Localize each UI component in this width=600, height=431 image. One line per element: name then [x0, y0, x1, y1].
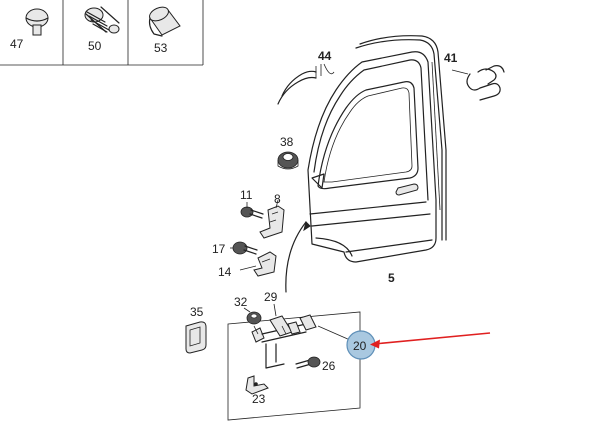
screw-upper [240, 202, 264, 219]
callout-44: 44 [318, 49, 332, 63]
cylinder-cap-icon [148, 6, 181, 37]
bolt [243, 307, 262, 325]
check-strap-highlight[interactable]: 20 [346, 330, 376, 360]
check-strap [251, 314, 351, 369]
door-frame-seal [355, 35, 447, 241]
callout-38: 38 [280, 135, 294, 149]
callout-5: 5 [388, 271, 395, 285]
legend-grid [0, 0, 204, 66]
assembly-arrow [285, 221, 311, 293]
callout-41: 41 [444, 51, 458, 65]
red-pointer-arrow [370, 332, 491, 349]
callout-29: 29 [264, 290, 278, 304]
callout-17: 17 [212, 242, 226, 256]
legend-label-47: 47 [10, 37, 24, 51]
screw-strap [295, 356, 321, 369]
legend-label-50: 50 [88, 39, 102, 53]
bumper [185, 321, 207, 354]
callout-8: 8 [274, 192, 281, 206]
callout-32: 32 [234, 295, 248, 309]
door-seal [277, 64, 322, 105]
callout-11: 11 [240, 188, 253, 202]
callout-14: 14 [218, 265, 232, 279]
push-pin-clip-icon [25, 8, 49, 36]
callout-35: 35 [190, 305, 204, 319]
callout-20: 20 [353, 339, 367, 353]
check-strap-panel [227, 311, 361, 421]
threaded-plug-icon [84, 6, 120, 34]
hinge-lower [239, 251, 277, 277]
front-door [307, 51, 441, 263]
hinge-upper [259, 199, 285, 239]
callout-26: 26 [322, 359, 336, 373]
screw-lower [230, 241, 258, 255]
nut [277, 151, 299, 170]
bracket [245, 375, 269, 395]
legend-label-53: 53 [154, 41, 168, 55]
seal-clip [451, 65, 505, 101]
callout-23: 23 [252, 392, 266, 406]
